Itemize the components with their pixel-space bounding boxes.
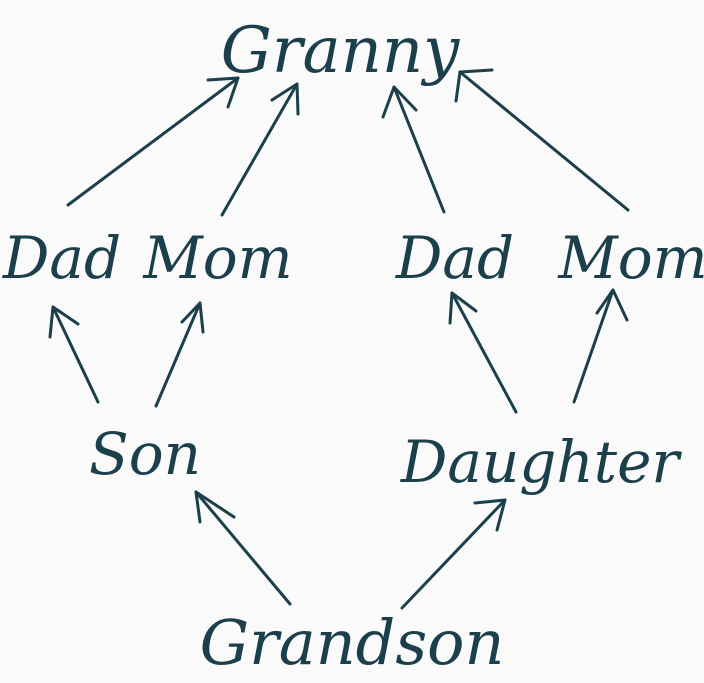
edge-son-to-mom-left (154, 301, 205, 408)
edge-daughter-to-mom-right (572, 288, 629, 404)
edge-grandson-to-daughter (400, 498, 507, 610)
node-granny: Granny (221, 14, 460, 88)
node-grandson: Grandson (200, 606, 505, 679)
edge-son-to-dad-left (48, 305, 100, 404)
node-dad-right: Dad (395, 224, 514, 292)
edge-mom-left-to-granny (220, 82, 300, 217)
node-daughter: Daughter (400, 428, 683, 496)
edge-mom-right-to-granny (454, 68, 630, 212)
edge-dad-left-to-granny (66, 76, 240, 207)
node-mom-right: Mom (557, 224, 704, 292)
edge-grandson-to-son (194, 490, 292, 606)
node-mom-left: Mom (142, 224, 292, 292)
node-son: Son (89, 420, 201, 488)
edge-daughter-to-dad-right (448, 291, 518, 414)
node-dad-left: Dad (2, 224, 121, 292)
edge-dad-right-to-granny (381, 85, 446, 214)
